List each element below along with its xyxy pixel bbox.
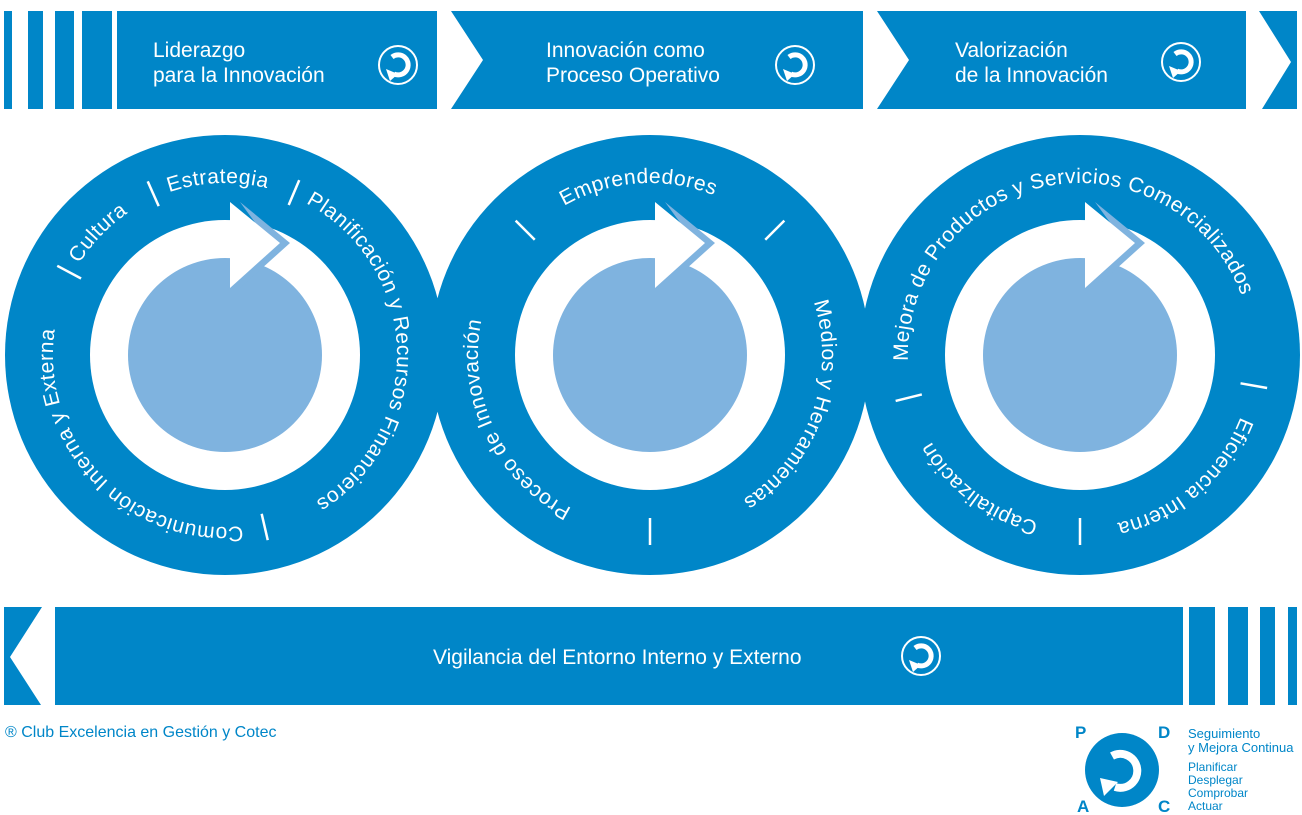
banner-liderazgo	[117, 11, 437, 109]
separator	[764, 219, 786, 241]
banner-end-chevron	[1259, 11, 1297, 109]
legend-item-actuar: Actuar	[1188, 799, 1223, 813]
arrow-edge	[1095, 202, 1145, 288]
separator	[895, 393, 923, 403]
banner-2-line2: Proceso Operativo	[546, 64, 720, 87]
copyright-text: ® Club Excelencia en Gestión y Cotec	[5, 724, 276, 741]
pdca-legend: P D A C Seguimiento y Mejora Continua Pl…	[1075, 723, 1294, 815]
legend-letter-a: A	[1077, 797, 1089, 815]
banner-1-line1: Liderazgo	[153, 39, 245, 62]
banner-3-line1: Valorización	[955, 39, 1068, 62]
banner-innovacion-proceso	[451, 11, 863, 109]
bottom-banner	[4, 607, 1297, 705]
separator	[287, 179, 301, 206]
top-banner-row	[4, 11, 1297, 109]
arrow-right-icon	[230, 202, 280, 288]
separator	[1240, 382, 1268, 390]
inner-disc	[553, 258, 747, 452]
stripe	[4, 11, 12, 109]
bottom-banner-label: Vigilancia del Entorno Interno y Externo	[433, 646, 802, 669]
separator	[56, 264, 82, 280]
legend-letter-d: D	[1158, 723, 1170, 742]
stripe	[82, 11, 112, 109]
legend-letter-c: C	[1158, 797, 1170, 815]
pdca-cycle-icon	[1085, 733, 1159, 807]
banner-vigilancia	[55, 607, 1183, 705]
banner-1-line2: para la Innovación	[153, 64, 325, 87]
stripe	[28, 11, 43, 109]
legend-title-2: y Mejora Continua	[1188, 740, 1294, 755]
left-arrow-shape	[4, 607, 42, 705]
separator	[260, 513, 269, 541]
arrow-right-icon	[1085, 202, 1135, 288]
legend-title-1: Seguimiento	[1188, 726, 1260, 741]
banner-valorizacion	[877, 11, 1246, 109]
legend-item-planificar: Planificar	[1188, 760, 1237, 774]
arrow-edge	[665, 202, 715, 288]
stripe	[1260, 607, 1275, 705]
legend-item-desplegar: Desplegar	[1188, 773, 1243, 787]
separator	[514, 219, 536, 241]
inner-disc	[983, 258, 1177, 452]
arrow-right-icon	[655, 202, 705, 288]
stripe	[55, 11, 74, 109]
legend-letter-p: P	[1075, 723, 1086, 742]
arrow-edge	[240, 202, 290, 288]
inner-disc	[128, 258, 322, 452]
separator	[146, 180, 160, 207]
stripe	[1288, 607, 1297, 705]
stripe	[1228, 607, 1248, 705]
legend-item-comprobar: Comprobar	[1188, 786, 1248, 800]
banner-3-line2: de la Innovación	[955, 64, 1108, 87]
stripe	[1189, 607, 1215, 705]
banner-2-line1: Innovación como	[546, 39, 705, 62]
